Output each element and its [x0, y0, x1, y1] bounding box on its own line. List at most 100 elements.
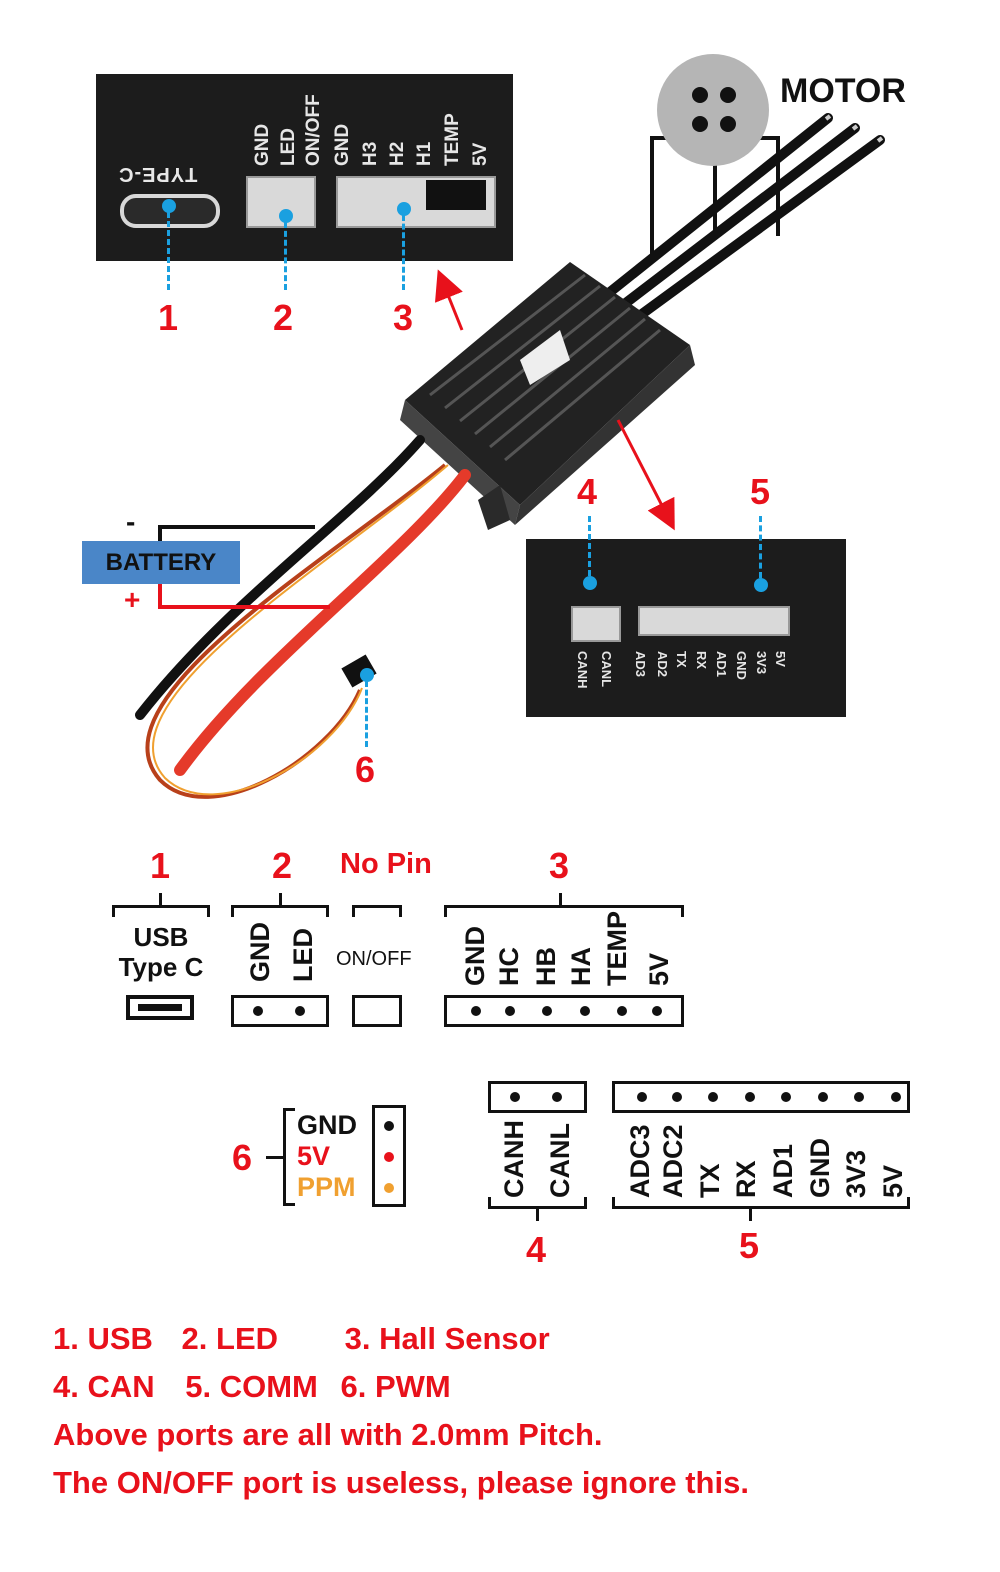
port3-pin-label: HB	[531, 947, 561, 986]
usb-c-icon	[126, 995, 194, 1020]
port2-bracket	[231, 905, 329, 917]
bottom-pin-label: AD1	[714, 651, 729, 678]
legend-usb: 1. USB	[53, 1321, 153, 1356]
port5-pin-dot	[891, 1092, 901, 1102]
motor-label: MOTOR	[780, 72, 906, 110]
footer-onoff-note: The ON/OFF port is useless, please ignor…	[53, 1465, 749, 1500]
port4-stem	[536, 1209, 539, 1221]
port5-pin-dot	[854, 1092, 864, 1102]
callout-number-3: 3	[393, 297, 414, 338]
port3-pin-label: 5V	[644, 952, 674, 986]
nopin-bracket	[352, 905, 402, 917]
footer-line-1: 1. USB 2. LED 3. Hall Sensor	[53, 1321, 550, 1357]
bottom-pin-label: AD2	[655, 651, 670, 678]
battery-negative-wire	[135, 435, 425, 720]
legend-pwm: 6. PWM	[340, 1369, 451, 1404]
port4-connector	[488, 1081, 587, 1113]
port6-pin-5v: 5V	[297, 1141, 331, 1171]
port6-bracket	[283, 1108, 295, 1206]
callout-number-5: 5	[750, 471, 771, 512]
port5-pin-label: ADC2	[658, 1124, 688, 1198]
port6-stem	[266, 1156, 283, 1159]
bottom-pin-label: 5V	[773, 651, 788, 667]
port5-pin-label: ADC3	[625, 1124, 655, 1198]
port5-pin-label: 3V3	[841, 1149, 871, 1198]
arrow-to-top-photo	[434, 269, 464, 331]
port6-pin-gnd: GND	[297, 1110, 357, 1140]
port2-number: 2	[272, 845, 293, 886]
arrow-to-bottom-photo	[616, 419, 675, 531]
nopin-title: No Pin	[340, 848, 432, 880]
comm-connector-icon	[638, 606, 790, 636]
legend-comm: 5. COMM	[185, 1369, 318, 1404]
port5-pin-dot	[745, 1092, 755, 1102]
port2-pin-dot	[253, 1006, 263, 1016]
esc-illustration	[135, 54, 885, 799]
port1-bracket	[112, 905, 210, 917]
port3-pin-dot	[542, 1006, 552, 1016]
port4-pin-dot	[510, 1092, 520, 1102]
motor-icon	[657, 54, 769, 166]
port6-number: 6	[232, 1137, 253, 1178]
callout-dot-5	[754, 578, 768, 592]
port5-stem	[749, 1209, 752, 1221]
port6-5v-dot	[384, 1152, 394, 1162]
callout-line-6	[365, 681, 368, 747]
callout-dot-6	[360, 668, 374, 682]
port6-pin-ppm: PPM	[297, 1172, 356, 1202]
callout-number-1: 1	[158, 297, 179, 338]
port5-bracket	[612, 1197, 910, 1209]
port3-number: 3	[549, 845, 570, 886]
port5-connector	[612, 1081, 910, 1113]
port3-pin-label: TEMP	[602, 910, 632, 986]
port5-pin-label: 5V	[878, 1164, 908, 1198]
port5-pin-label: RX	[731, 1160, 761, 1198]
port4-pin-label: CANL	[545, 1123, 575, 1198]
port1-number: 1	[150, 845, 171, 886]
port5-pin-label: TX	[695, 1163, 725, 1198]
port5-pin-dot	[781, 1092, 791, 1102]
nopin-connector	[352, 995, 402, 1027]
bottom-pin-label: CANL	[599, 651, 614, 688]
port6-ppm-dot	[384, 1183, 394, 1193]
port2-pin-dot	[295, 1006, 305, 1016]
footer-pitch-note: Above ports are all with 2.0mm Pitch.	[53, 1417, 603, 1452]
can-connector-icon	[571, 606, 621, 642]
battery-plus-label: +	[124, 584, 141, 615]
port5-pin-dot	[708, 1092, 718, 1102]
port4-bracket	[488, 1197, 587, 1209]
port4-pin-label: CANH	[499, 1120, 529, 1198]
port5-pin-label: AD1	[768, 1143, 798, 1198]
port3-pin-dot	[505, 1006, 515, 1016]
connector-shadow	[426, 180, 486, 210]
port5-number: 5	[739, 1225, 760, 1266]
footer-line-2: 4. CAN 5. COMM 6. PWM	[53, 1369, 451, 1405]
legend-hall: 3. Hall Sensor	[344, 1321, 550, 1356]
port5-pin-dot	[637, 1092, 647, 1102]
callout-line-1	[167, 212, 170, 290]
port5-pin-dot	[818, 1092, 828, 1102]
bottom-pin-label: GND	[734, 651, 749, 680]
port3-bracket	[444, 905, 684, 917]
bottom-pin-label: CANH	[575, 651, 590, 689]
port3-pin-dot	[471, 1006, 481, 1016]
callout-line-5	[759, 516, 762, 578]
callout-number-4: 4	[577, 471, 598, 512]
port1-stem	[159, 893, 162, 905]
bottom-pin-label: AD3	[633, 651, 648, 678]
port4-pin-dot	[552, 1092, 562, 1102]
port5-pin-dot	[672, 1092, 682, 1102]
port5-pin-label: GND	[805, 1138, 835, 1198]
bottom-pin-label: RX	[694, 651, 709, 670]
callout-dot-2	[279, 209, 293, 223]
battery-minus-label: -	[126, 506, 136, 537]
callout-number-6: 6	[355, 749, 376, 790]
port3-stem	[559, 893, 562, 905]
battery-label: BATTERY	[82, 541, 240, 584]
callout-dot-1	[162, 199, 176, 213]
bottom-pin-label: 3V3	[754, 651, 769, 675]
port3-pin-dot	[580, 1006, 590, 1016]
port2-pin-label: LED	[288, 928, 318, 982]
port2-connector	[231, 995, 329, 1027]
